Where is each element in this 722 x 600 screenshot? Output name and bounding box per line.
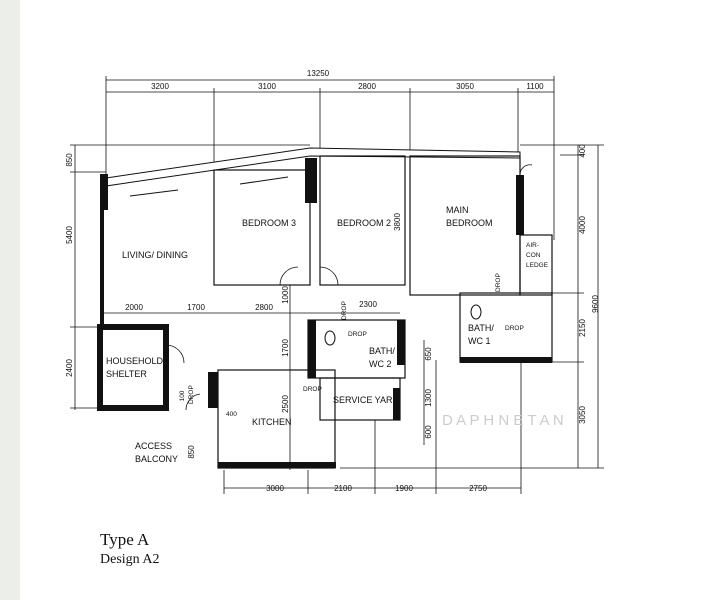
room-bath-wc2-1: BATH/ bbox=[369, 346, 395, 356]
dim-2000: 2000 bbox=[125, 303, 143, 312]
room-access-balcony-1: ACCESS bbox=[135, 441, 172, 451]
dim-left-2: 5400 bbox=[65, 226, 74, 244]
dim-right-1: 400 bbox=[578, 144, 587, 158]
dim-1000: 1000 bbox=[281, 286, 290, 304]
room-main-bedroom-line1: MAIN bbox=[446, 205, 469, 215]
dim-100: 100 bbox=[179, 390, 186, 401]
unit-design: Design A2 bbox=[100, 552, 160, 567]
dim-bottom-1: 3000 bbox=[266, 484, 284, 493]
room-main-bedroom-line2: BEDROOM bbox=[446, 218, 493, 228]
room-bedroom-3: BEDROOM 3 bbox=[242, 218, 296, 228]
room-aircon-2: CON bbox=[526, 252, 541, 259]
dim-right-2: 4000 bbox=[578, 216, 587, 234]
dim-total-width: 13250 bbox=[307, 69, 330, 78]
room-shelter-2: SHELTER bbox=[106, 369, 147, 379]
dim-850: 850 bbox=[187, 445, 196, 459]
dimension-lines bbox=[70, 76, 604, 494]
room-shelter-1: HOUSEHOLD bbox=[106, 356, 164, 366]
dim-left-3: 2400 bbox=[65, 359, 74, 377]
room-bath-wc1-1: BATH/ bbox=[468, 323, 494, 333]
drop-label: DROP bbox=[341, 301, 348, 320]
dim-1700: 1700 bbox=[187, 303, 205, 312]
watermark: D A P H N E T A N bbox=[442, 412, 564, 429]
room-aircon-1: AIR- bbox=[526, 242, 539, 249]
dim-top-1: 3200 bbox=[151, 82, 169, 91]
room-service-yard: SERVICE YARD bbox=[333, 395, 400, 405]
drop-label: DROP bbox=[303, 386, 322, 393]
unit-type: Type A bbox=[100, 530, 150, 549]
dim-right-total: 9600 bbox=[591, 295, 600, 313]
dim-left-1: 850 bbox=[65, 153, 74, 167]
dim-right-3: 2150 bbox=[578, 319, 587, 337]
dim-bottom-3: 1900 bbox=[395, 484, 413, 493]
room-living-dining: LIVING/ DINING bbox=[122, 250, 188, 260]
dim-v-650: 650 bbox=[424, 347, 433, 361]
drop-label: DROP bbox=[188, 385, 195, 404]
page-margin bbox=[0, 0, 20, 600]
dim-2800: 2800 bbox=[255, 303, 273, 312]
room-bath-wc1-2: WC 1 bbox=[468, 336, 491, 346]
dim-v-1300: 1300 bbox=[424, 389, 433, 407]
drop-label: DROP bbox=[348, 331, 367, 338]
dim-3800: 3800 bbox=[393, 213, 402, 231]
dim-400: 400 bbox=[226, 411, 237, 418]
room-bedroom-2: BEDROOM 2 bbox=[337, 218, 391, 228]
dim-bottom-2: 2100 bbox=[334, 484, 352, 493]
room-aircon-3: LEDGE bbox=[526, 262, 549, 269]
dim-right-4: 3050 bbox=[578, 406, 587, 424]
dim-top-2: 3100 bbox=[258, 82, 276, 91]
dim-v-2500: 2500 bbox=[281, 395, 290, 413]
dim-v-1700: 1700 bbox=[281, 339, 290, 357]
dim-v-600: 600 bbox=[424, 425, 433, 439]
dim-top-3: 2800 bbox=[358, 82, 376, 91]
dim-top-5: 1100 bbox=[526, 82, 544, 91]
drop-label: DROP bbox=[505, 325, 524, 332]
room-bath-wc2-2: WC 2 bbox=[369, 359, 392, 369]
drop-label: DROP bbox=[495, 273, 502, 292]
walls bbox=[97, 147, 553, 469]
dim-2300: 2300 bbox=[359, 300, 377, 309]
dim-top-4: 3050 bbox=[456, 82, 474, 91]
room-access-balcony-2: BALCONY bbox=[135, 454, 178, 464]
dim-bottom-4: 2750 bbox=[469, 484, 487, 493]
room-kitchen: KITCHEN bbox=[252, 417, 292, 427]
